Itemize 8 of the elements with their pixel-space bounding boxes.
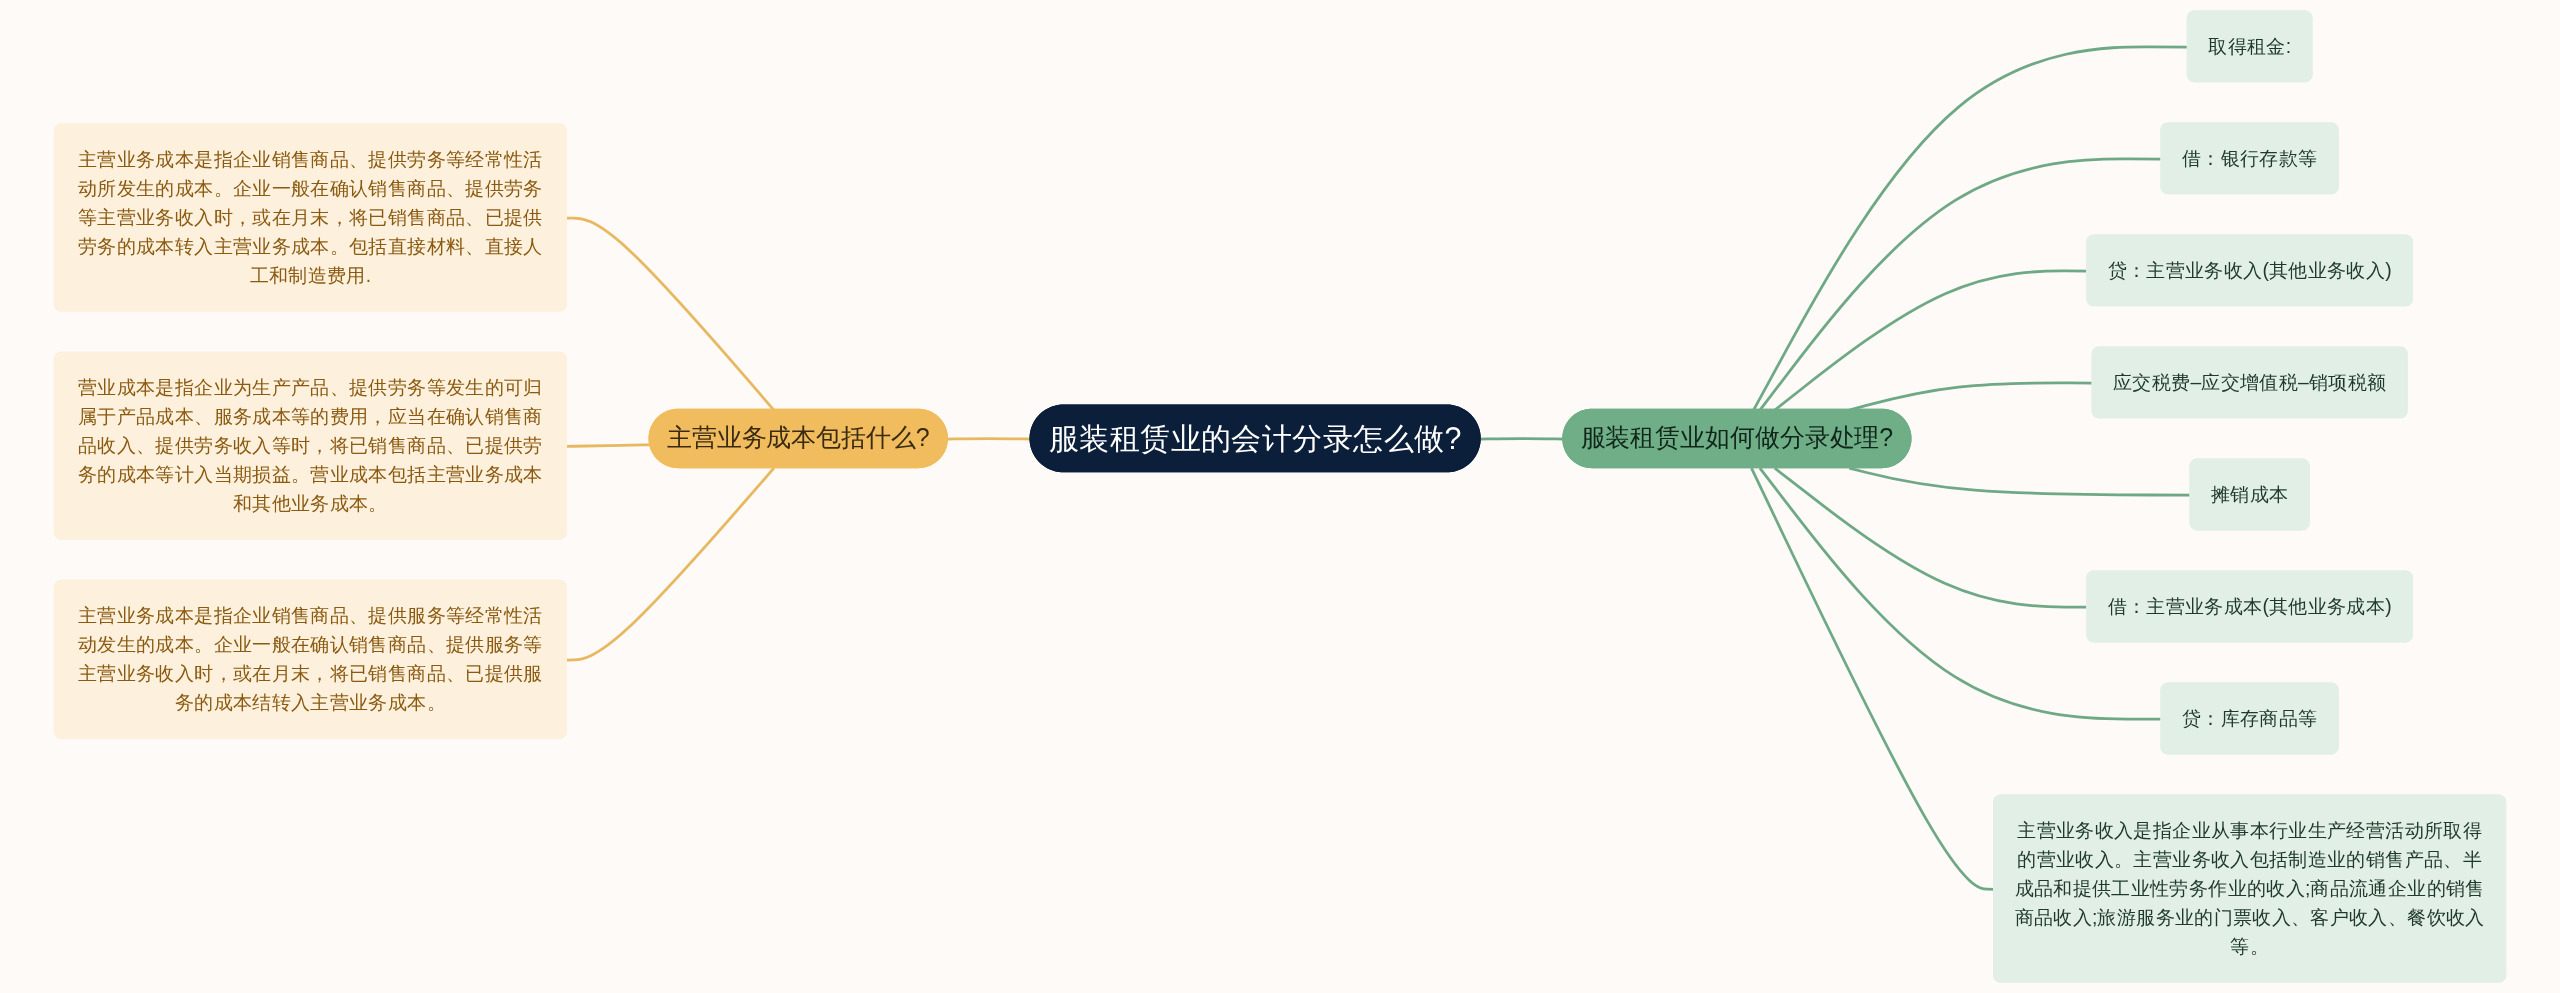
connector bbox=[947, 437, 1031, 441]
connector bbox=[566, 216, 775, 411]
connector bbox=[1758, 157, 2162, 411]
connector bbox=[1480, 437, 1564, 441]
connector bbox=[566, 467, 775, 662]
connector bbox=[1848, 466, 2191, 497]
connector bbox=[566, 443, 651, 448]
connector bbox=[1758, 467, 2162, 721]
